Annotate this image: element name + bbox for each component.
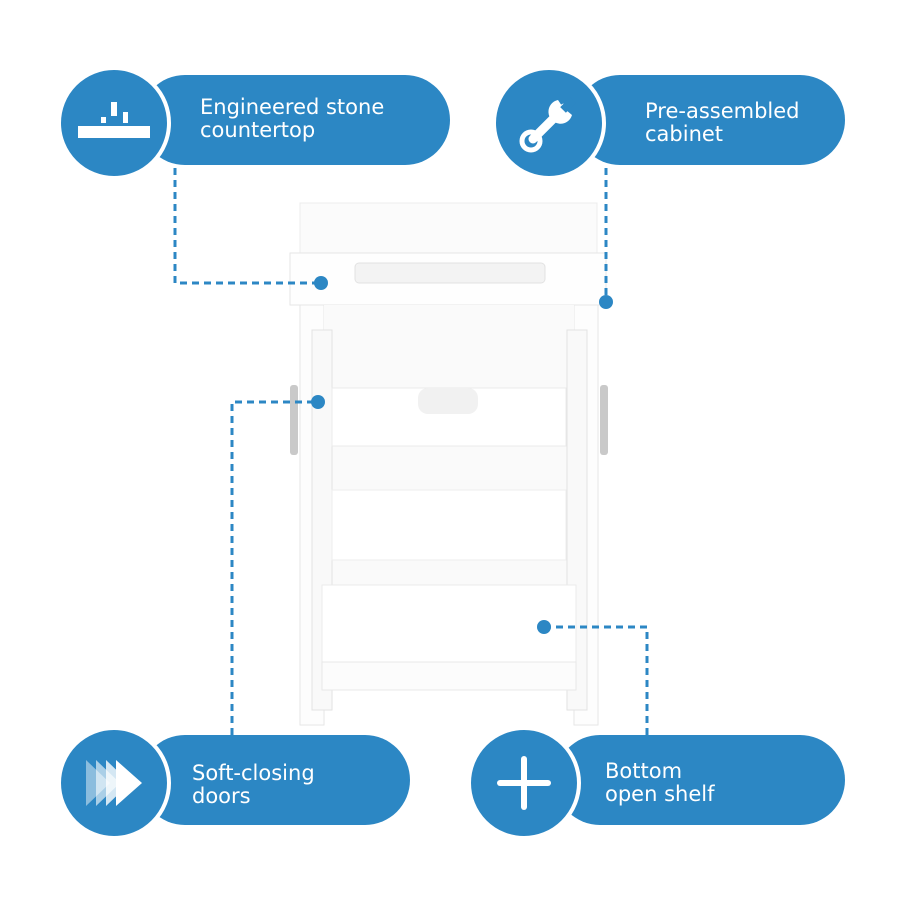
leader-countertop bbox=[173, 168, 320, 285]
leader-dot-countertop bbox=[314, 276, 328, 290]
feature-label: Soft-closing doors bbox=[192, 761, 315, 808]
feature-pill bbox=[555, 735, 845, 825]
feature-label: Engineered stone countertop bbox=[200, 95, 385, 142]
countertop-icon bbox=[57, 66, 171, 180]
shelf-cutout bbox=[418, 388, 478, 414]
leader-doors bbox=[230, 400, 318, 735]
feature-pill bbox=[140, 735, 410, 825]
sink-opening bbox=[354, 262, 546, 284]
fast-forward-icon bbox=[57, 726, 171, 840]
feature-label: Pre-assembled cabinet bbox=[645, 99, 800, 146]
leader-dot-cabinet bbox=[599, 295, 613, 309]
backsplash bbox=[299, 202, 598, 256]
leader-dot-doors bbox=[311, 395, 325, 409]
feature-pill bbox=[575, 75, 845, 165]
wrench-icon bbox=[492, 66, 606, 180]
leader-shelf bbox=[544, 625, 649, 735]
feature-label: Bottom open shelf bbox=[605, 759, 715, 806]
plus-icon bbox=[467, 726, 581, 840]
feature-pill bbox=[140, 75, 450, 165]
right-handle bbox=[600, 385, 608, 455]
middle-shelf bbox=[331, 489, 567, 561]
base-rail bbox=[321, 661, 577, 691]
leader-dot-shelf bbox=[537, 620, 551, 634]
